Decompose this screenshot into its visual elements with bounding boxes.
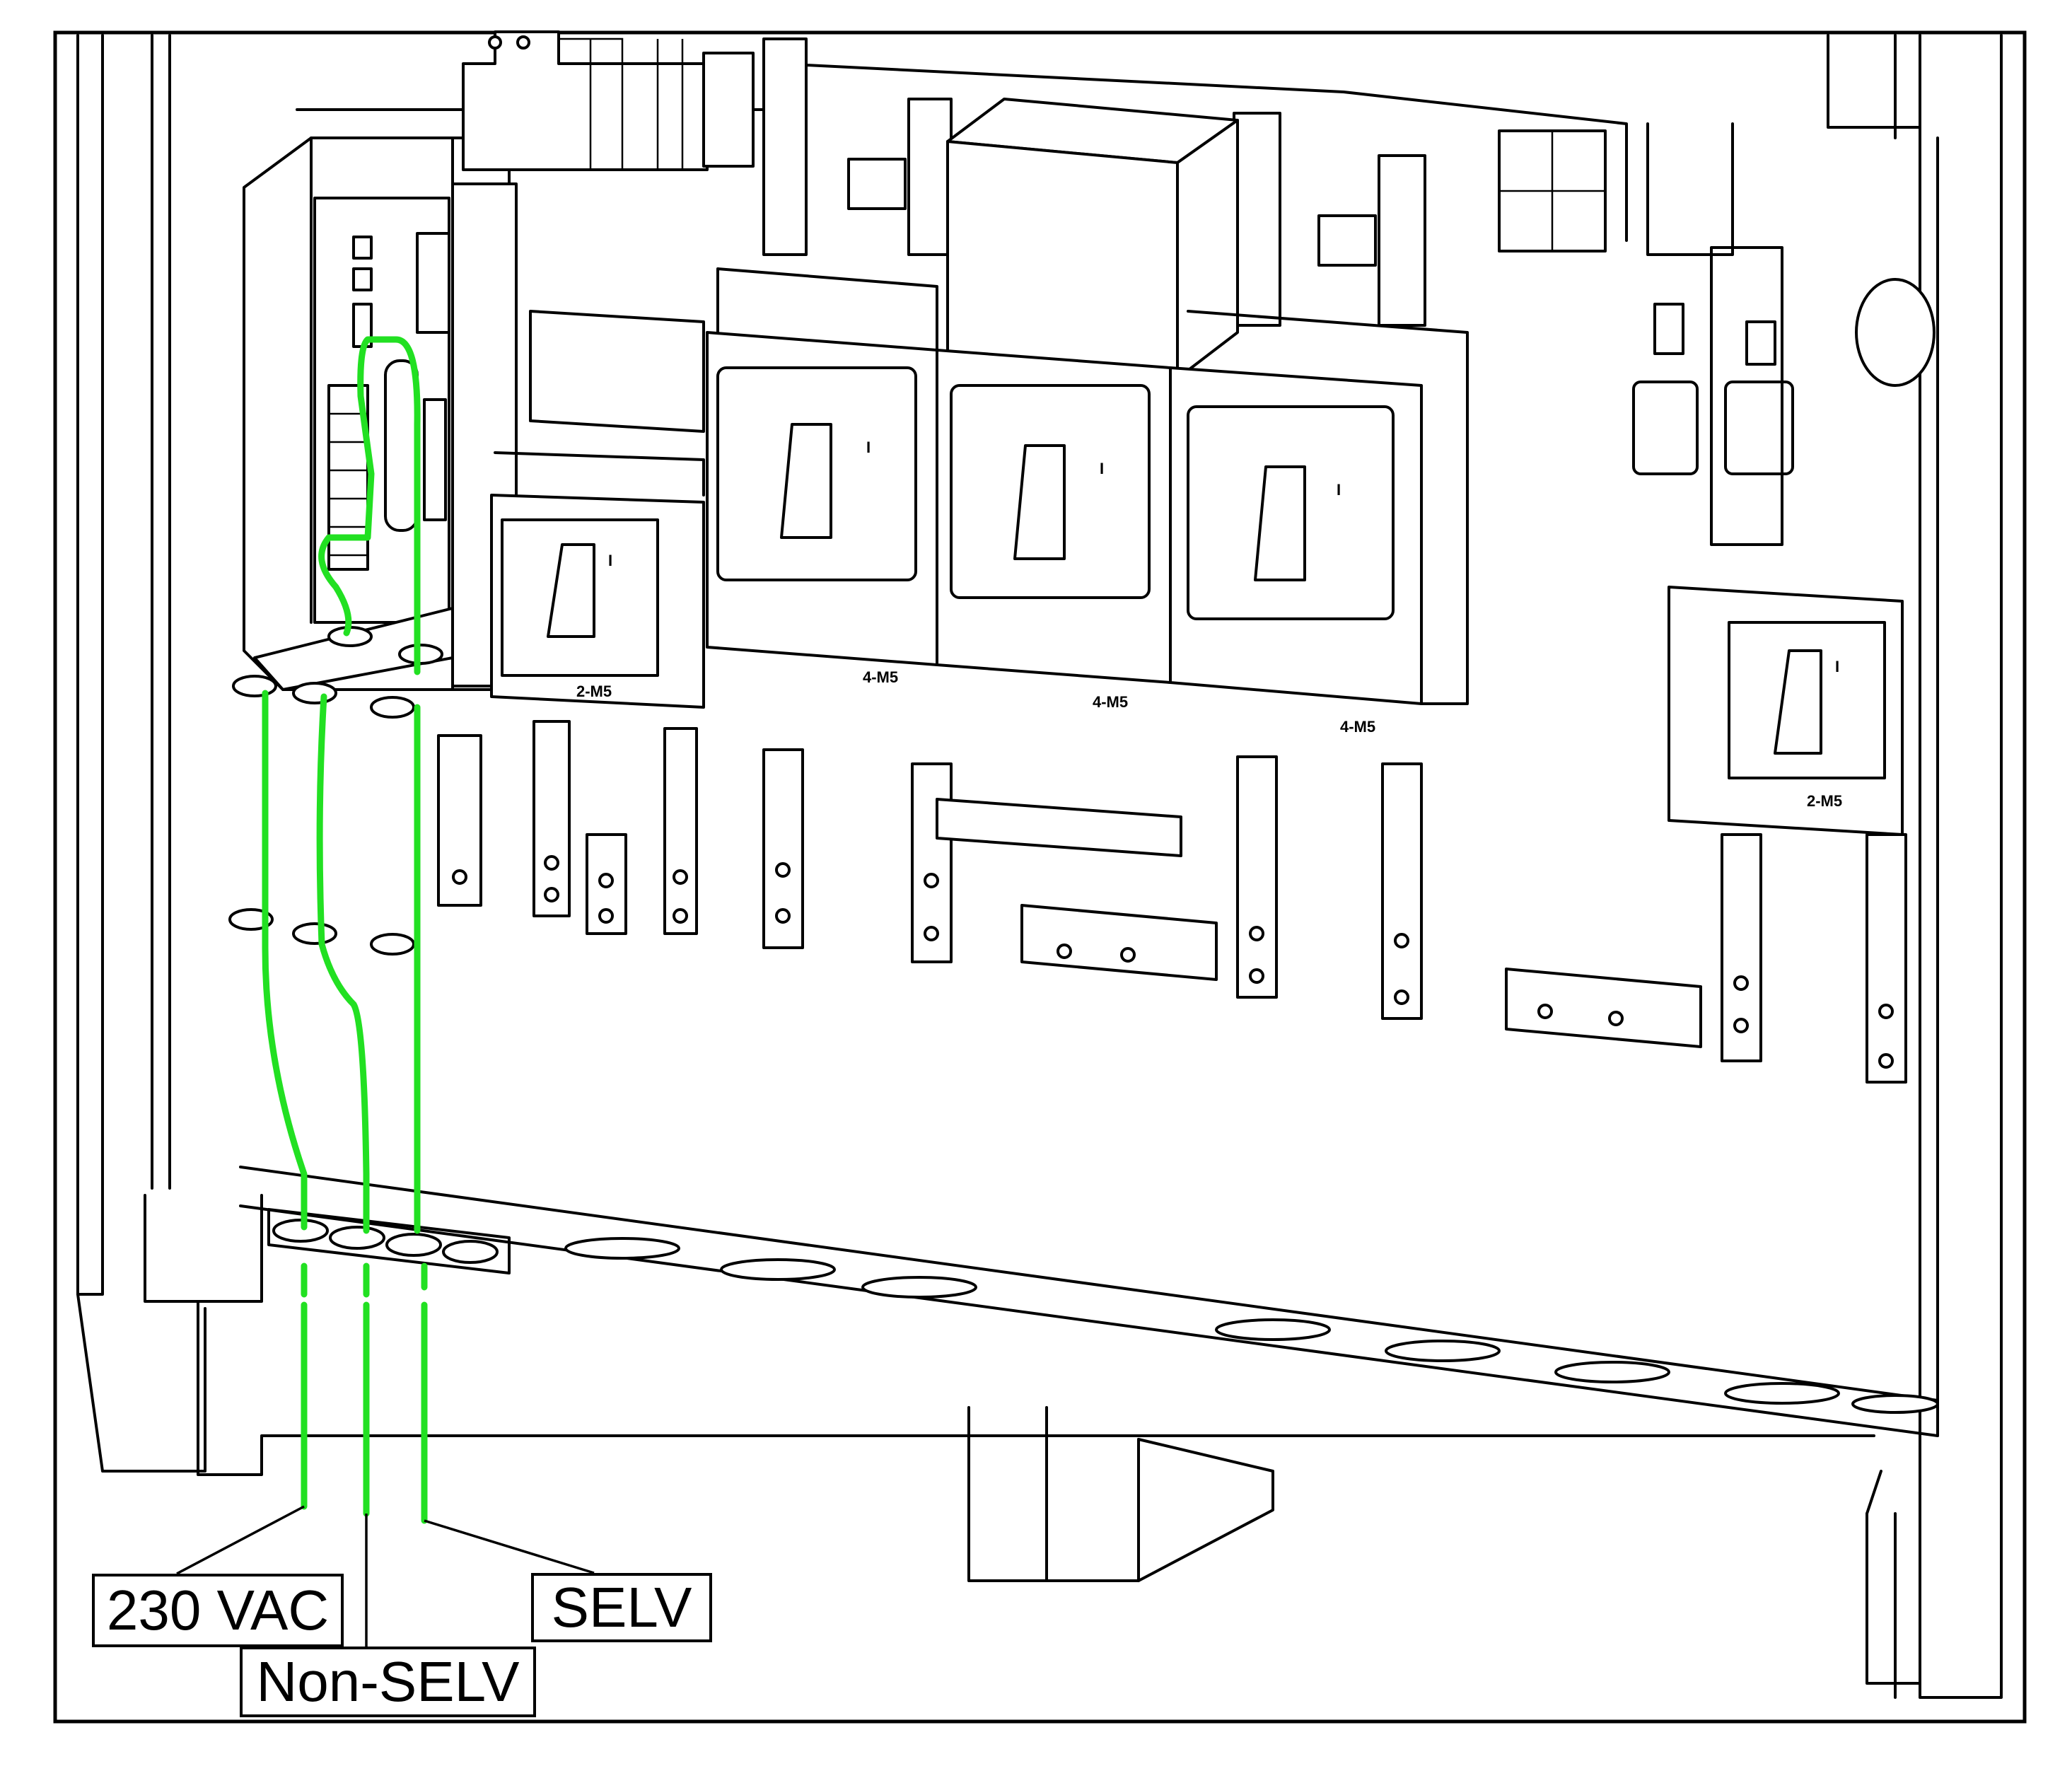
breaker-large-2: I 4-M5 — [936, 349, 1172, 711]
top-busbars — [762, 37, 1426, 327]
breaker-2-on-mark: I — [1100, 460, 1104, 477]
breaker-1-on-mark: I — [866, 439, 871, 456]
bottom-terminals — [437, 720, 1907, 1084]
cabinet-frame — [76, 34, 2003, 1699]
base-vents — [267, 1208, 1939, 1414]
wire-230vac — [262, 690, 308, 1510]
breaker-3-code: 4-M5 — [1340, 718, 1375, 736]
breaker-small-left-code: 2-M5 — [576, 683, 612, 700]
label-selv: SELV — [531, 1573, 712, 1642]
label-230-vac: 230 VAC — [92, 1574, 344, 1647]
leader-lines — [176, 1505, 595, 1647]
wire-internal-loop — [318, 336, 421, 675]
control-module — [243, 137, 518, 691]
outer-frame — [53, 30, 2027, 1724]
transformer-box — [946, 98, 1239, 380]
breaker-small-left-on-mark: I — [608, 552, 612, 569]
breaker-small-right-on-mark: I — [1835, 658, 1839, 675]
cable-routes — [262, 336, 428, 1524]
wire-non-selv — [316, 693, 370, 1517]
breaker-small-left: I 2-M5 — [490, 310, 705, 709]
breaker-small-right-code: 2-M5 — [1807, 792, 1842, 810]
label-non-selv: Non-SELV — [240, 1647, 536, 1717]
top-contactor — [462, 30, 755, 171]
breaker-1-code: 4-M5 — [863, 668, 898, 686]
breaker-3-on-mark: I — [1337, 481, 1341, 499]
back-plate — [296, 62, 1734, 256]
cable-clamps — [228, 675, 415, 956]
wire-selv — [414, 704, 428, 1524]
breaker-large-1: I 4-M5 — [706, 267, 938, 686]
breaker-2-code: 4-M5 — [1093, 693, 1128, 711]
breaker-small-right: I 2-M5 — [1632, 246, 1936, 836]
breaker-large-3: I 4-M5 — [1169, 310, 1469, 736]
